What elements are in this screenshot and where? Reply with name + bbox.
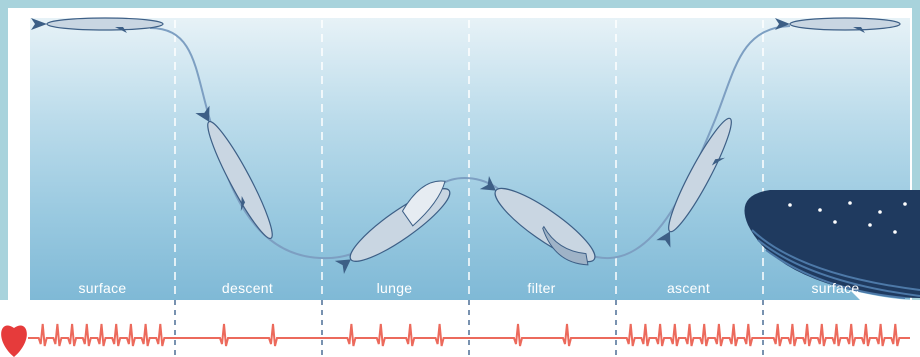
phase-label-descent: descent	[175, 280, 320, 296]
phase-label-surface-start: surface	[30, 280, 175, 296]
phase-label-filter: filter	[469, 280, 614, 296]
whale-ascent	[655, 114, 743, 251]
heart-icon	[1, 325, 27, 357]
phase-label-lunge: lunge	[322, 280, 467, 296]
phase-label-surface-end: surface	[763, 280, 908, 296]
whale-lunge	[329, 175, 459, 279]
phase-dividers	[175, 20, 763, 357]
whale-surface-right	[775, 18, 900, 33]
whale-surface-left	[31, 18, 163, 33]
dive-path	[150, 26, 790, 258]
phase-label-ascent: ascent	[616, 280, 761, 296]
whale-descent	[190, 105, 280, 245]
